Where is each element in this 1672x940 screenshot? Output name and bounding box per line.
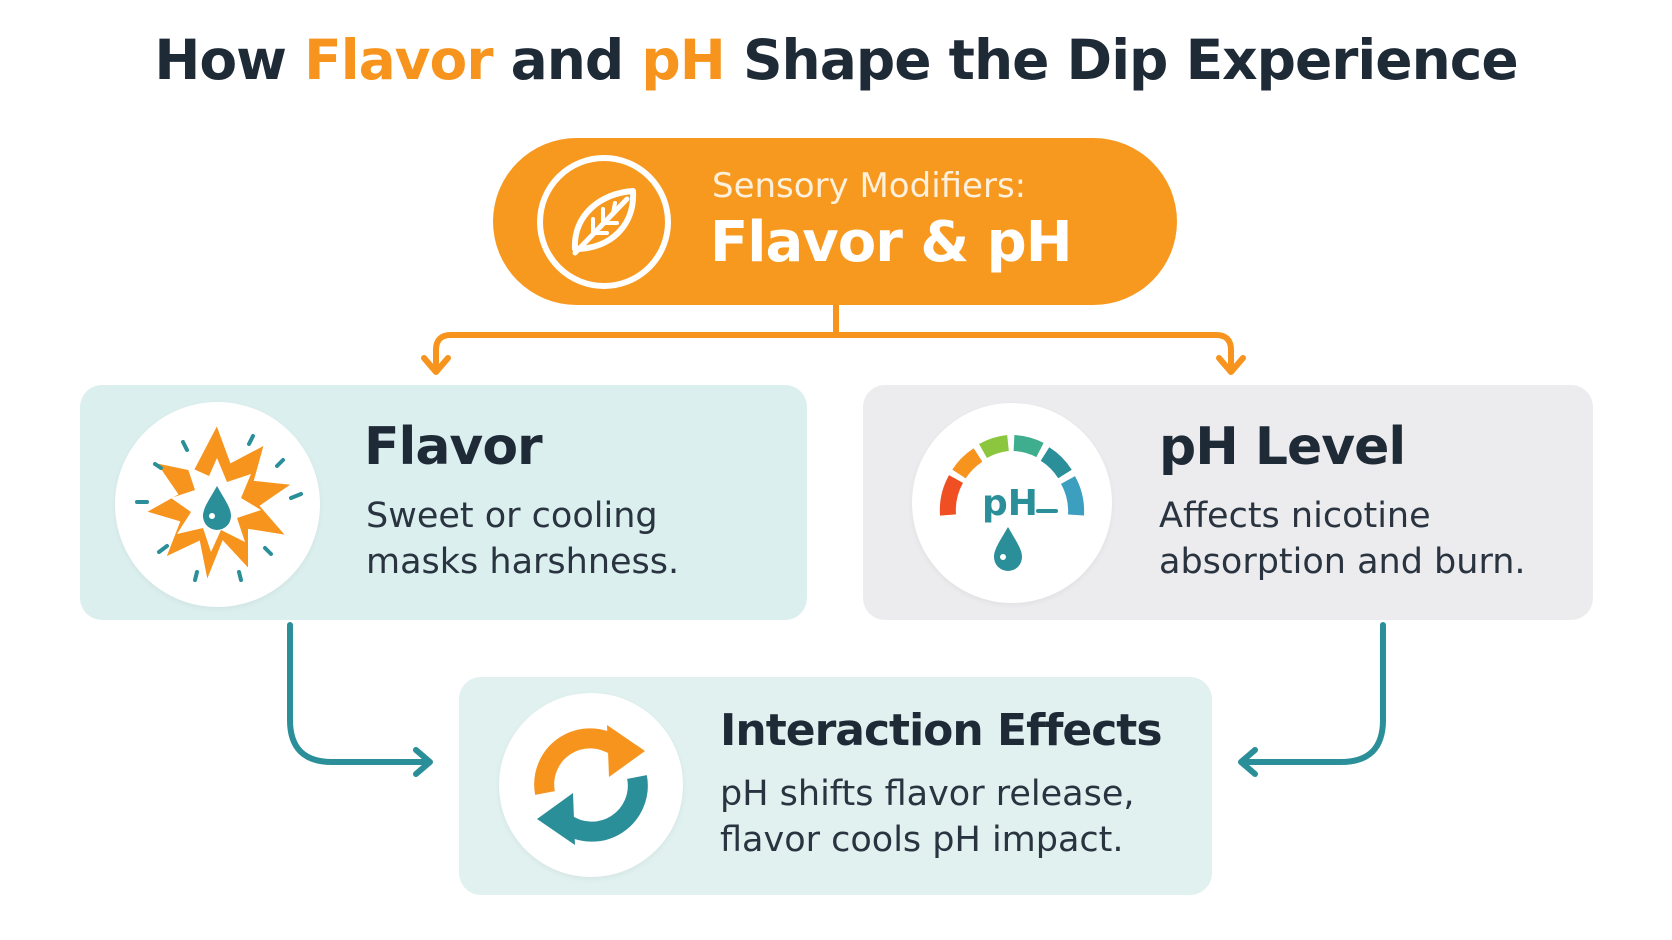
flavor-icon-circle	[115, 402, 320, 607]
ph-title: pH Level	[1159, 417, 1406, 477]
leaf-icon	[535, 153, 673, 291]
sensory-modifiers-node: Sensory Modifiers: Flavor & pH	[493, 138, 1177, 305]
title-ph-word: pH	[641, 28, 725, 92]
title-flavor-word: Flavor	[304, 28, 493, 92]
top-connector	[421, 302, 1246, 375]
page-title: How Flavor and pH Shape the Dip Experien…	[0, 28, 1672, 92]
flavor-card: Flavor Sweet or cooling masks harshness.	[80, 385, 807, 620]
interaction-icon-circle	[499, 693, 683, 877]
flavor-line-1: Sweet or cooling	[366, 496, 658, 536]
ph-icon-circle: pH	[912, 403, 1112, 603]
interaction-description: pH shifts flavor release, flavor cools p…	[720, 771, 1134, 863]
flavor-burst-icon	[135, 421, 303, 586]
ph-icon-label: pH	[982, 483, 1038, 524]
ph-line-1: Affects nicotine	[1159, 496, 1431, 536]
ph-gauge-icon: pH	[939, 435, 1085, 571]
ph-line-2: absorption and burn.	[1159, 542, 1526, 582]
ph-description: Affects nicotine absorption and burn.	[1159, 493, 1526, 585]
interaction-line-1: pH shifts flavor release,	[720, 774, 1135, 814]
interaction-line-2: flavor cools pH impact.	[720, 820, 1124, 860]
ph-level-card: pH pH Level Affects nicotine absorption …	[863, 385, 1593, 620]
node-label: Flavor & pH	[710, 210, 1073, 275]
title-part-2: and	[492, 28, 642, 92]
node-subtitle: Sensory Modifiers:	[712, 166, 1027, 206]
flavor-description: Sweet or cooling masks harshness.	[366, 493, 679, 585]
cycle-arrows-icon	[534, 725, 648, 845]
ph-to-interaction-arrow	[1238, 622, 1386, 777]
title-part-3: Shape the Dip Experience	[724, 28, 1519, 92]
interaction-effects-card: Interaction Effects pH shifts flavor rel…	[459, 677, 1212, 895]
flavor-line-2: masks harshness.	[366, 542, 680, 582]
interaction-title: Interaction Effects	[720, 705, 1163, 756]
flavor-title: Flavor	[364, 417, 543, 477]
title-part-1: How	[154, 28, 305, 92]
flavor-to-interaction-arrow	[287, 622, 433, 777]
